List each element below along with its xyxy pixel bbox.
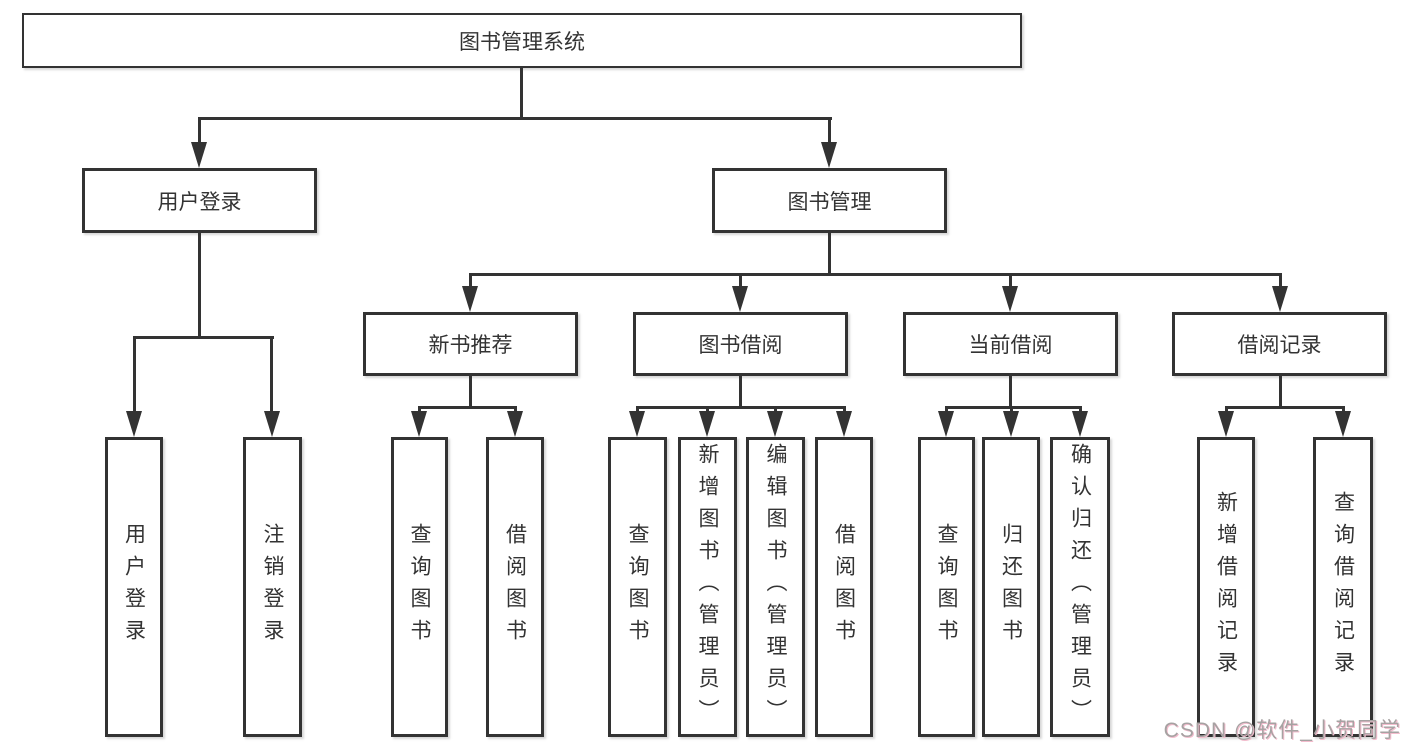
- arrowhead-down-icon: [1218, 411, 1234, 437]
- node-current-borrowing: 当前借阅: [903, 312, 1118, 376]
- arrowhead-down-icon: [1072, 411, 1088, 437]
- node-book-borrowing: 图书借阅: [633, 312, 848, 376]
- arrowhead-down-icon: [462, 286, 478, 312]
- node-label: 新增借阅记录: [1214, 491, 1238, 683]
- arrowhead-down-icon: [836, 411, 852, 437]
- node-borrow-records: 借阅记录: [1172, 312, 1387, 376]
- node-label: 图书借阅: [698, 334, 783, 357]
- node-label: 归还图书: [999, 523, 1023, 651]
- connector-line: [133, 336, 136, 416]
- node-label: 查询图书: [626, 523, 649, 651]
- arrowhead-down-icon: [411, 411, 427, 437]
- leaf-return-books: 归还图书: [982, 437, 1040, 737]
- connector-line: [828, 117, 831, 151]
- arrowhead-down-icon: [767, 411, 783, 437]
- connector-line: [1279, 376, 1282, 408]
- arrowhead-down-icon: [507, 411, 523, 437]
- connector-line: [133, 336, 274, 339]
- connector-line: [636, 406, 846, 409]
- node-label: 查询借阅记录: [1331, 491, 1355, 683]
- arrowhead-down-icon: [191, 142, 207, 168]
- arrowhead-down-icon: [1002, 286, 1018, 312]
- node-label: 借阅记录: [1237, 334, 1322, 357]
- connector-line: [198, 233, 201, 338]
- node-label: 图书管理: [787, 190, 872, 214]
- arrowhead-down-icon: [732, 286, 748, 312]
- leaf-query-books-current: 查询图书: [918, 437, 975, 737]
- arrowhead-down-icon: [821, 142, 837, 168]
- node-new-book-recommend: 新书推荐: [363, 312, 578, 376]
- node-user-login: 用户登录: [82, 168, 317, 233]
- connector-line: [198, 117, 201, 151]
- connector-line: [1009, 376, 1012, 408]
- connector-line: [739, 273, 742, 293]
- node-label: 编辑图书（管理员）: [764, 443, 787, 731]
- csdn-watermark: CSDN @软件_小贺同学: [1163, 719, 1401, 742]
- node-label: 图书管理系统: [459, 30, 585, 54]
- arrowhead-down-icon: [264, 411, 280, 437]
- connector-line: [739, 376, 742, 408]
- connector-line: [469, 273, 1282, 276]
- leaf-query-books-borrowing: 查询图书: [608, 437, 667, 737]
- leaf-borrow-books: 借阅图书: [815, 437, 873, 737]
- connector-line: [270, 336, 273, 416]
- leaf-add-borrow-record: 新增借阅记录: [1197, 437, 1255, 737]
- leaf-query-borrow-record: 查询借阅记录: [1313, 437, 1373, 737]
- leaf-borrow-books-recommend: 借阅图书: [486, 437, 544, 737]
- leaf-user-login: 用户登录: [105, 437, 163, 737]
- arrowhead-down-icon: [1272, 286, 1288, 312]
- leaf-confirm-return-admin: 确认归还（管理员）: [1050, 437, 1110, 737]
- connector-line: [828, 233, 831, 276]
- node-label: 借阅图书: [832, 523, 856, 651]
- connector-line: [520, 68, 523, 118]
- arrowhead-down-icon: [629, 411, 645, 437]
- arrowhead-down-icon: [126, 411, 142, 437]
- node-label: 注销登录: [261, 523, 284, 651]
- connector-line: [1009, 273, 1012, 293]
- connector-line: [469, 376, 472, 408]
- arrowhead-down-icon: [1335, 411, 1351, 437]
- node-label: 用户登录: [122, 523, 146, 651]
- node-label: 借阅图书: [503, 523, 527, 651]
- node-label: 确认归还（管理员）: [1068, 443, 1092, 731]
- connector-line: [1279, 273, 1282, 293]
- node-label: 查询图书: [935, 523, 958, 651]
- node-book-management: 图书管理: [712, 168, 947, 233]
- node-label: 当前借阅: [968, 334, 1053, 357]
- connector-line: [469, 273, 472, 293]
- node-label: 新书推荐: [428, 334, 513, 357]
- leaf-edit-books-admin: 编辑图书（管理员）: [746, 437, 805, 737]
- node-label: 新增图书（管理员）: [696, 443, 719, 731]
- connector-line: [1225, 406, 1345, 409]
- node-label: 查询图书: [408, 523, 431, 651]
- connector-line: [945, 406, 1082, 409]
- connector-line: [418, 406, 517, 409]
- leaf-add-books-admin: 新增图书（管理员）: [678, 437, 737, 737]
- node-label: 用户登录: [157, 190, 242, 214]
- node-book-management-system: 图书管理系统: [22, 13, 1022, 68]
- arrowhead-down-icon: [938, 411, 954, 437]
- arrowhead-down-icon: [699, 411, 715, 437]
- leaf-query-books-recommend: 查询图书: [391, 437, 448, 737]
- connector-line: [198, 117, 832, 120]
- arrowhead-down-icon: [1003, 411, 1019, 437]
- leaf-logout: 注销登录: [243, 437, 302, 737]
